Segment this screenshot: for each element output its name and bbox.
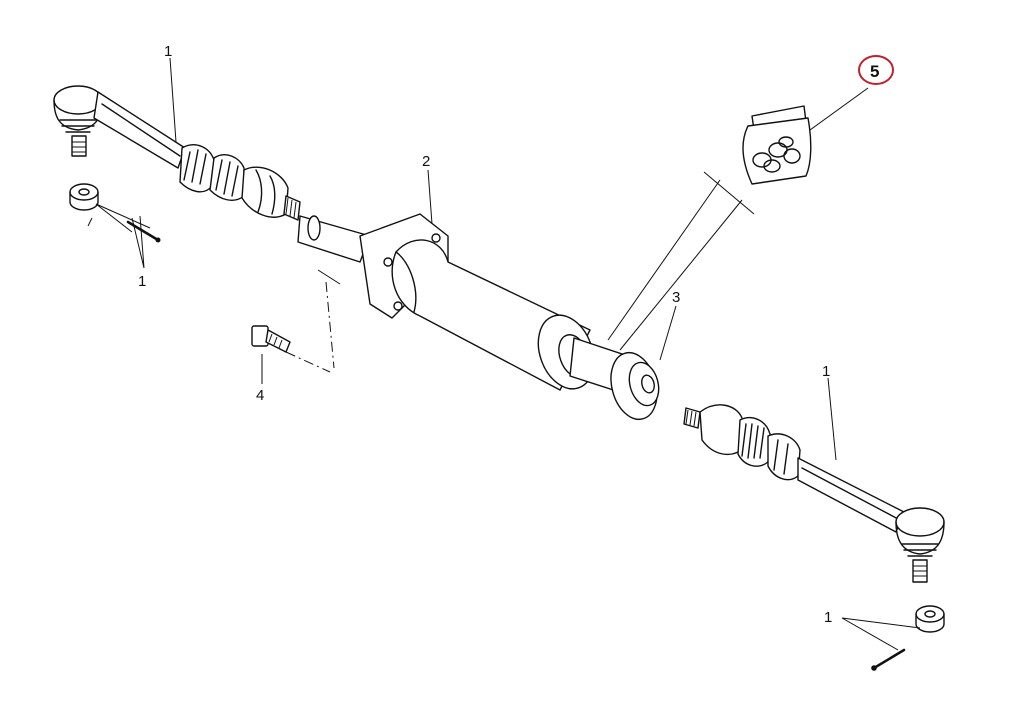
tie-rod-end-right: [895, 507, 945, 583]
nut-and-cotter-pin-right: [871, 605, 945, 671]
repair-kit: [742, 105, 812, 185]
callout-steering-rack-housing: 2: [422, 153, 430, 170]
right-boot-section: [683, 404, 905, 533]
callout-tie-rod-end-right: 1: [822, 363, 830, 380]
callout-bolt: 4: [256, 387, 264, 404]
nut-and-cotter-pin-left: [69, 183, 161, 243]
bolt: [251, 325, 291, 353]
left-boot-section: [179, 144, 371, 263]
steering-rack-housing: [359, 213, 641, 397]
callout-nut-pin-right: 1: [824, 609, 832, 626]
boot-seal: [610, 351, 660, 421]
callout-nut-pin-left: 1: [138, 273, 146, 290]
tie-rod-end-left: [53, 85, 186, 169]
callout-tie-rod-end-left: 1: [164, 43, 172, 60]
leader-lines: [95, 57, 921, 651]
callout-repair-kit: 5: [870, 62, 879, 81]
highlight-circle: [858, 55, 894, 85]
callout-boot-seal: 3: [672, 289, 680, 306]
callouts: 1 1 2 3 4 1 1 5: [138, 43, 894, 626]
